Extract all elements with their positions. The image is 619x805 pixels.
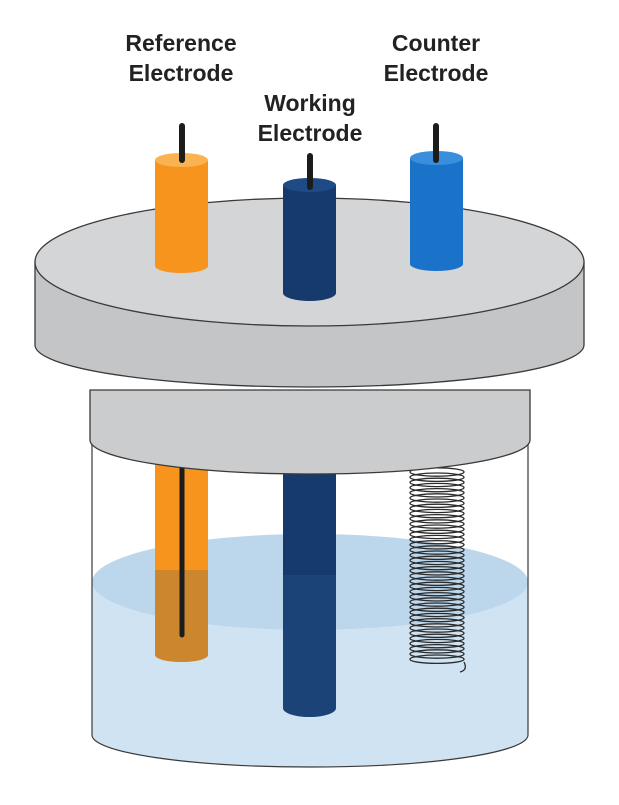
counter-label-line2: Electrode (383, 60, 489, 86)
working-electrode-label: Working Electrode (258, 88, 363, 148)
beaker-outline (91, 420, 529, 768)
coil-tail (459, 661, 466, 673)
reference-electrode-top (155, 123, 208, 273)
working-electrode-lower (283, 455, 336, 717)
counter-electrode-top (410, 123, 463, 271)
working-label-line1: Working (264, 90, 356, 116)
reference-electrode-label: Reference Electrode (125, 28, 236, 88)
counter-electrode-coil (409, 467, 466, 673)
reference-label-line1: Reference (125, 30, 237, 56)
working-electrode-top (283, 153, 336, 301)
reference-label-line2: Electrode (128, 60, 234, 86)
cap-neck (89, 389, 531, 475)
reference-electrode-lower (155, 452, 208, 663)
counter-electrode-label: Counter Electrode (384, 28, 489, 88)
counter-label-line1: Counter (391, 30, 481, 56)
working-label-line2: Electrode (257, 120, 363, 146)
coil-turns (409, 467, 465, 665)
